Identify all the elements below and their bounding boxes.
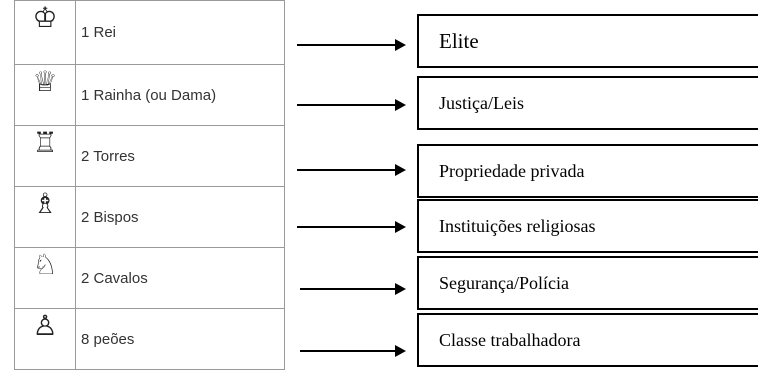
- arrow-pawn-to-workers: [300, 345, 406, 357]
- piece-label: 2 Torres: [75, 125, 285, 187]
- icon-cell: ♘: [14, 247, 76, 309]
- role-box-elite: Elite: [417, 14, 758, 68]
- table-row: ♙ 8 peões: [14, 308, 285, 370]
- queen-icon: ♕: [32, 65, 58, 98]
- role-box-justice: Justiça/Leis: [417, 76, 758, 130]
- piece-label: 8 peões: [75, 308, 285, 370]
- table-row: ♖ 2 Torres: [14, 125, 285, 187]
- arrow-rook-to-property: [297, 164, 406, 176]
- arrow-knight-to-security: [300, 283, 406, 295]
- role-box-religion: Instituições religiosas: [417, 199, 758, 253]
- chess-pieces-table: ♔ 1 Rei ♕ 1 Rainha (ou Dama) ♖ 2 Torres …: [14, 0, 285, 370]
- table-row: ♘ 2 Cavalos: [14, 247, 285, 309]
- king-icon: ♔: [32, 1, 58, 34]
- icon-cell: ♖: [14, 125, 76, 187]
- table-row: ♕ 1 Rainha (ou Dama): [14, 64, 285, 126]
- bishop-icon: ♗: [32, 187, 58, 220]
- arrow-queen-to-justice: [297, 99, 406, 111]
- table-row: ♔ 1 Rei: [14, 0, 285, 65]
- arrow-bishop-to-religion: [297, 221, 406, 233]
- icon-cell: ♗: [14, 186, 76, 248]
- role-box-property: Propriedade privada: [417, 144, 758, 198]
- piece-label: 2 Cavalos: [75, 247, 285, 309]
- table-row: ♗ 2 Bispos: [14, 186, 285, 248]
- pawn-icon: ♙: [32, 309, 58, 342]
- role-box-workers: Classe trabalhadora: [417, 313, 758, 367]
- piece-label: 2 Bispos: [75, 186, 285, 248]
- icon-cell: ♔: [14, 0, 76, 65]
- arrow-king-to-elite: [297, 39, 406, 51]
- piece-label: 1 Rainha (ou Dama): [75, 64, 285, 126]
- role-box-security: Segurança/Polícia: [417, 256, 758, 310]
- icon-cell: ♕: [14, 64, 76, 126]
- rook-icon: ♖: [32, 126, 58, 159]
- icon-cell: ♙: [14, 308, 76, 370]
- knight-icon: ♘: [32, 248, 58, 281]
- piece-label: 1 Rei: [75, 0, 285, 65]
